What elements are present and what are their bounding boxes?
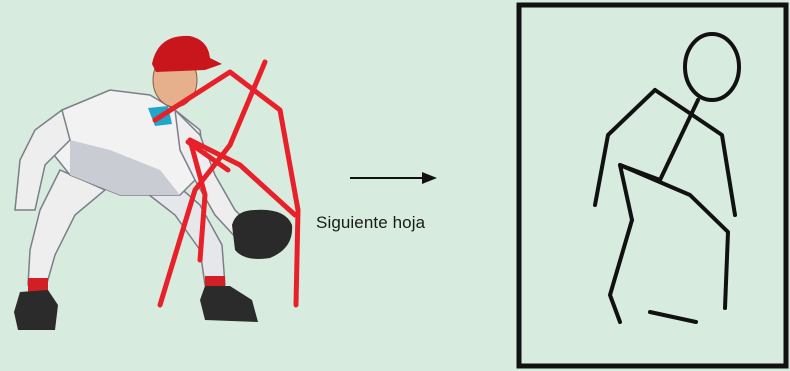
arrow-right-icon xyxy=(350,172,437,184)
stick-figure-spine xyxy=(658,98,700,182)
player-left-shoe xyxy=(14,290,58,330)
player-left-sock xyxy=(28,278,48,292)
baseball-player-illustration xyxy=(14,35,293,330)
red-line-chest xyxy=(185,139,231,173)
stick-figure-head xyxy=(683,32,741,102)
next-sheet-caption: Siguiente hoja xyxy=(316,213,426,232)
red-line-arm-to-glove xyxy=(187,137,298,218)
player-left-arm xyxy=(14,108,71,211)
player-torso-shade xyxy=(70,140,180,195)
player-right-shoe xyxy=(200,286,258,322)
player-glove xyxy=(232,209,293,259)
stick-figure xyxy=(593,32,741,324)
stick-figure-shoulder xyxy=(653,88,737,217)
stick-figure-left-leg xyxy=(608,218,634,324)
red-line-spine xyxy=(157,59,268,308)
stick-figure-right-leg xyxy=(618,163,730,310)
red-line-front-leg xyxy=(187,137,208,263)
stick-figure-frame xyxy=(516,2,789,369)
red-line-back-contour xyxy=(152,69,301,308)
stick-figure-left-arm xyxy=(593,88,657,207)
red-skeleton-overlay xyxy=(152,59,301,308)
stick-figure-foot xyxy=(648,310,698,324)
player-cap xyxy=(152,35,222,72)
